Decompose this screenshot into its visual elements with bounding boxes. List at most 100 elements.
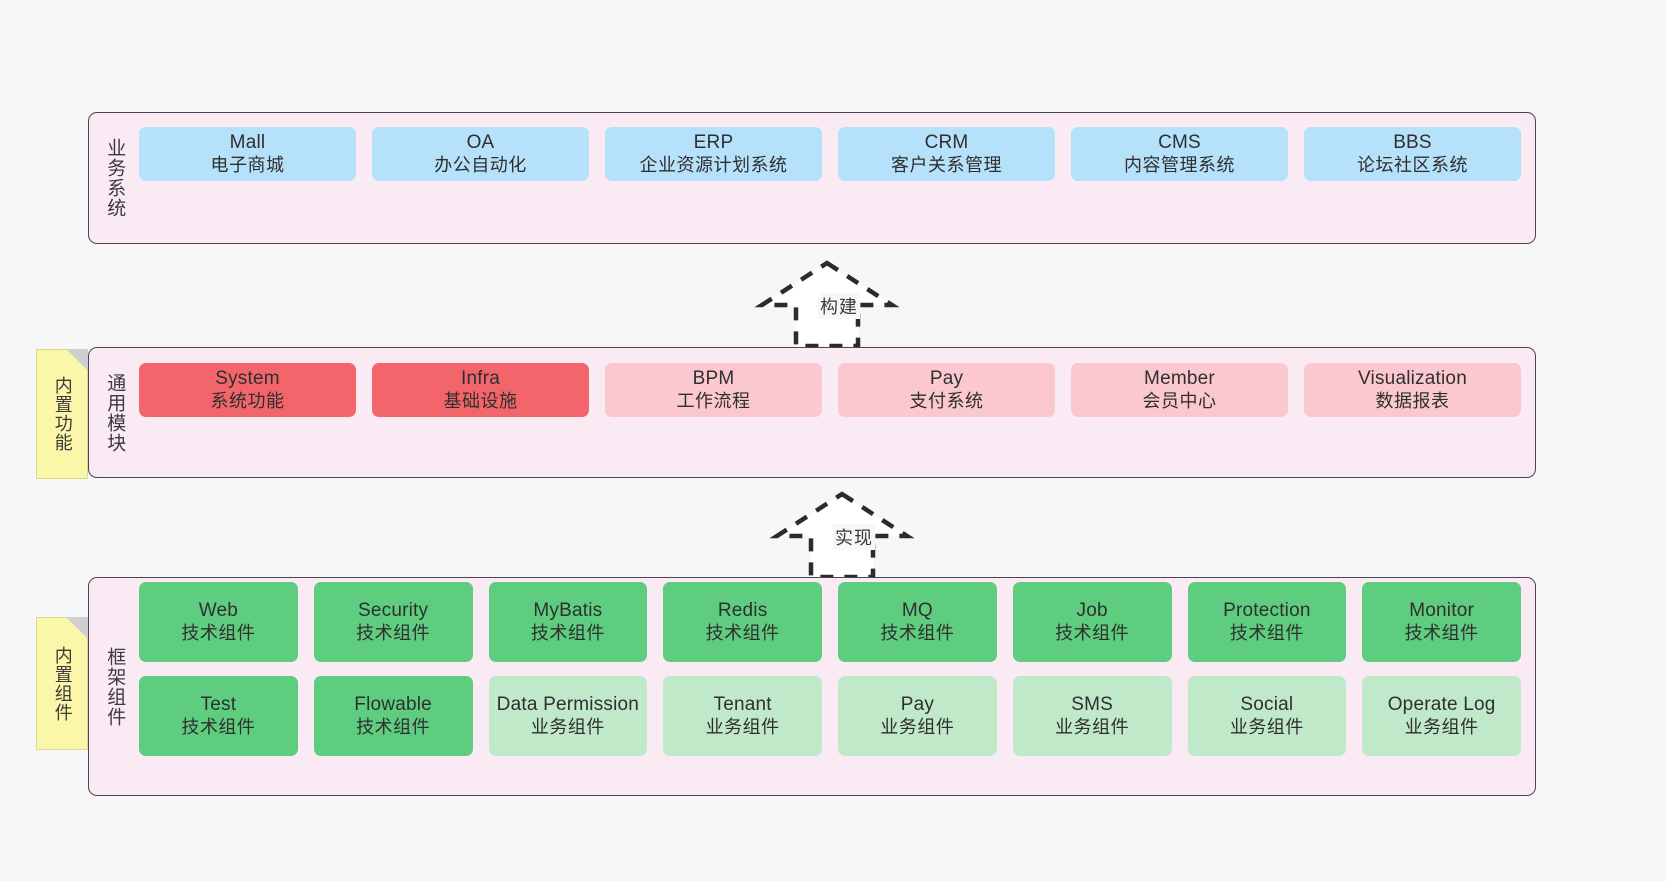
module-card-cn-label: 技术组件: [181, 716, 256, 737]
layer-business-system: 业务系统 Mall 电子商城 OA 办公自动化 ERP 企业资源计划系统 CRM…: [88, 112, 1536, 244]
module-card-en-label: BBS: [1393, 132, 1432, 154]
module-card-en-label: Social: [1240, 694, 1294, 716]
module-card-cn-label: 客户关系管理: [891, 154, 1002, 175]
module-card-cn-label: 业务组件: [705, 716, 780, 737]
module-card-mybatis[interactable]: MyBatis 技术组件: [488, 582, 648, 662]
module-card-en-label: Test: [200, 694, 237, 716]
module-card-cms[interactable]: CMS 内容管理系统: [1071, 127, 1288, 181]
module-card-mq[interactable]: MQ 技术组件: [838, 582, 997, 662]
module-card-monitor[interactable]: Monitor 技术组件: [1362, 582, 1521, 662]
layer-common-cells: System 系统功能 Infra 基础设施 BPM 工作流程 Pay 支付系统…: [135, 352, 1525, 428]
module-card-web[interactable]: Web 技术组件: [139, 582, 298, 662]
module-card-pay[interactable]: Pay 支付系统: [838, 363, 1055, 417]
module-card-en-label: Member: [1144, 368, 1215, 390]
module-card-en-label: Mall: [229, 132, 266, 154]
layer-framework-cells: Web 技术组件 Security 技术组件 MyBatis 技术组件 Redi…: [135, 582, 1525, 756]
module-card-cn-label: 技术组件: [530, 622, 605, 643]
module-card-en-label: Redis: [717, 600, 768, 622]
layer-common-module: 通用模块 System 系统功能 Infra 基础设施 BPM 工作流程 Pay…: [88, 347, 1536, 478]
module-card-bpm[interactable]: BPM 工作流程: [605, 363, 822, 417]
arrow-build-shape: [754, 260, 900, 349]
module-card-member[interactable]: Member 会员中心: [1071, 363, 1288, 417]
module-card-en-label: Pay: [900, 694, 935, 716]
module-card-oa[interactable]: OA 办公自动化: [372, 127, 589, 181]
module-card-en-label: Web: [198, 600, 239, 622]
layer-framework-component: 框架组件 Web 技术组件 Security 技术组件 MyBatis 技术组件…: [88, 577, 1536, 796]
module-card-cn-label: 业务组件: [1229, 716, 1304, 737]
module-card-en-label: System: [215, 368, 280, 390]
module-card-infra[interactable]: Infra 基础设施: [372, 363, 589, 417]
module-card-cn-label: 技术组件: [1055, 622, 1130, 643]
module-card-en-label: ERP: [693, 132, 734, 154]
module-card-erp[interactable]: ERP 企业资源计划系统: [605, 127, 822, 181]
note-builtin-component-label: 内置组件: [52, 645, 73, 722]
module-card-data-permission[interactable]: Data Permission 业务组件: [488, 676, 648, 756]
module-card-system[interactable]: System 系统功能: [139, 363, 356, 417]
module-card-en-label: Pay: [929, 368, 964, 390]
module-card-en-label: CMS: [1158, 132, 1201, 154]
module-card-social[interactable]: Social 业务组件: [1187, 676, 1347, 756]
module-card-en-label: Protection: [1223, 600, 1311, 622]
module-card-cn-label: 技术组件: [356, 716, 431, 737]
module-card-en-label: CRM: [924, 132, 969, 154]
module-card-en-label: Monitor: [1409, 600, 1474, 622]
module-card-cn-label: 支付系统: [909, 390, 984, 411]
module-card-security[interactable]: Security 技术组件: [313, 582, 473, 662]
module-card-cn-label: 技术组件: [356, 622, 431, 643]
module-card-cn-label: 数据报表: [1375, 390, 1450, 411]
module-card-operate-log[interactable]: Operate Log 业务组件: [1362, 676, 1521, 756]
module-card-protection[interactable]: Protection 技术组件: [1187, 582, 1347, 662]
module-card-en-label: Data Permission: [496, 694, 640, 716]
module-card-en-label: MQ: [901, 600, 933, 622]
module-card-en-label: Visualization: [1358, 368, 1467, 390]
module-card-redis[interactable]: Redis 技术组件: [663, 582, 822, 662]
module-card-test[interactable]: Test 技术组件: [139, 676, 298, 756]
module-card-en-label: Operate Log: [1387, 694, 1496, 716]
layer-title-common-module: 通用模块: [104, 372, 126, 453]
module-card-cn-label: 论坛社区系统: [1357, 154, 1468, 175]
module-card-en-label: OA: [466, 132, 495, 154]
arrow-implement: 实现: [769, 489, 915, 581]
module-card-cn-label: 基础设施: [443, 390, 518, 411]
arrow-build: 构建: [754, 258, 900, 350]
module-card-pay-business[interactable]: Pay 业务组件: [838, 676, 997, 756]
module-card-tenant[interactable]: Tenant 业务组件: [663, 676, 822, 756]
layer-business-cells: Mall 电子商城 OA 办公自动化 ERP 企业资源计划系统 CRM 客户关系…: [135, 117, 1525, 191]
module-card-en-label: SMS: [1071, 694, 1114, 716]
layer-title-business-system: 业务系统: [104, 138, 126, 218]
module-card-job[interactable]: Job 技术组件: [1012, 582, 1172, 662]
module-card-cn-label: 系统功能: [210, 390, 285, 411]
module-card-en-label: MyBatis: [533, 600, 603, 622]
module-card-cn-label: 业务组件: [1404, 716, 1479, 737]
module-card-cn-label: 业务组件: [880, 716, 955, 737]
module-card-en-label: Security: [358, 600, 429, 622]
module-card-cn-label: 技术组件: [1404, 622, 1479, 643]
module-card-cn-label: 工作流程: [676, 390, 751, 411]
module-card-en-label: Infra: [460, 368, 501, 390]
module-card-cn-label: 技术组件: [181, 622, 256, 643]
module-card-cn-label: 业务组件: [530, 716, 605, 737]
module-card-en-label: BPM: [692, 368, 735, 390]
module-card-cn-label: 电子商城: [210, 154, 285, 175]
module-card-cn-label: 内容管理系统: [1124, 154, 1235, 175]
module-card-mall[interactable]: Mall 电子商城: [139, 127, 356, 181]
module-card-crm[interactable]: CRM 客户关系管理: [838, 127, 1055, 181]
module-card-en-label: Flowable: [354, 694, 432, 716]
module-card-cn-label: 技术组件: [1229, 622, 1304, 643]
module-card-cn-label: 会员中心: [1142, 390, 1217, 411]
module-card-en-label: Job: [1076, 600, 1108, 622]
arrow-implement-label: 实现: [833, 524, 875, 550]
module-card-sms[interactable]: SMS 业务组件: [1012, 676, 1172, 756]
arrow-build-label: 构建: [818, 293, 860, 319]
module-card-cn-label: 办公自动化: [434, 154, 527, 175]
module-card-flowable[interactable]: Flowable 技术组件: [313, 676, 473, 756]
note-builtin-function: 内置功能: [36, 349, 88, 479]
note-builtin-component: 内置组件: [36, 617, 88, 750]
module-card-visualization[interactable]: Visualization 数据报表: [1304, 363, 1521, 417]
layer-title-framework-component: 框架组件: [104, 646, 126, 727]
module-card-bbs[interactable]: BBS 论坛社区系统: [1304, 127, 1521, 181]
module-card-cn-label: 技术组件: [705, 622, 780, 643]
module-card-cn-label: 业务组件: [1055, 716, 1130, 737]
module-card-cn-label: 技术组件: [880, 622, 955, 643]
